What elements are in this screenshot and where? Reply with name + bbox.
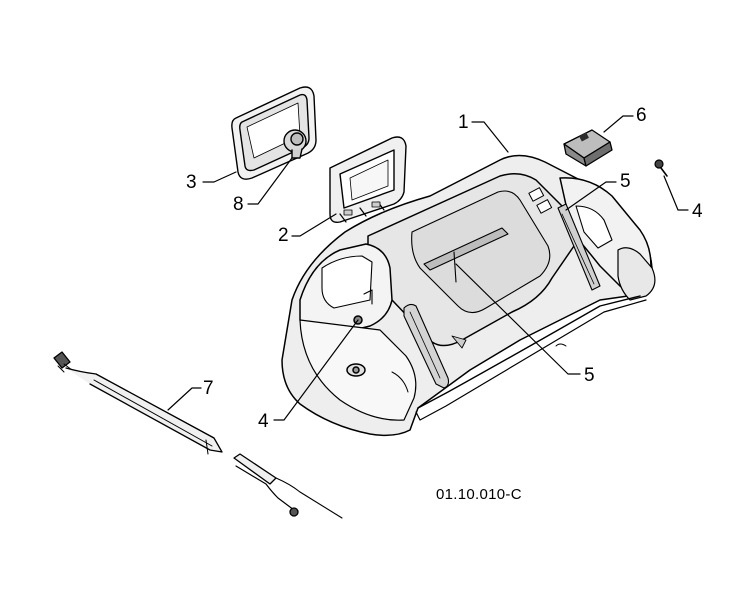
cable-harness-part bbox=[53, 351, 343, 519]
leader-6 bbox=[603, 115, 634, 133]
callout-3: 3 bbox=[186, 172, 197, 193]
leader-8 bbox=[247, 157, 293, 205]
leader-5-lower bbox=[455, 263, 581, 375]
switch-part bbox=[563, 129, 613, 167]
leader-2 bbox=[291, 213, 337, 237]
callout-4-left: 4 bbox=[258, 411, 269, 432]
callout-2: 2 bbox=[278, 225, 289, 246]
headlight-lens-part bbox=[231, 86, 317, 180]
leader-1 bbox=[471, 121, 509, 153]
callout-5-lower: 5 bbox=[584, 365, 595, 386]
leader-5-upper bbox=[565, 181, 617, 211]
drawing-code: 01.10.010-C bbox=[436, 486, 522, 503]
screw-part-right bbox=[654, 159, 668, 177]
callout-6: 6 bbox=[636, 105, 647, 126]
callout-8: 8 bbox=[233, 194, 244, 215]
leader-3 bbox=[202, 171, 237, 183]
callout-4-right: 4 bbox=[692, 201, 703, 222]
headlight-frame-part bbox=[329, 136, 407, 224]
callout-1: 1 bbox=[458, 112, 469, 133]
leader-lines bbox=[167, 115, 689, 421]
hood-body-part bbox=[281, 154, 656, 437]
leader-7 bbox=[167, 387, 202, 411]
callout-5-upper: 5 bbox=[620, 171, 631, 192]
leader-4-left bbox=[273, 319, 359, 421]
callout-7: 7 bbox=[203, 378, 214, 399]
leader-4-right bbox=[663, 175, 689, 211]
